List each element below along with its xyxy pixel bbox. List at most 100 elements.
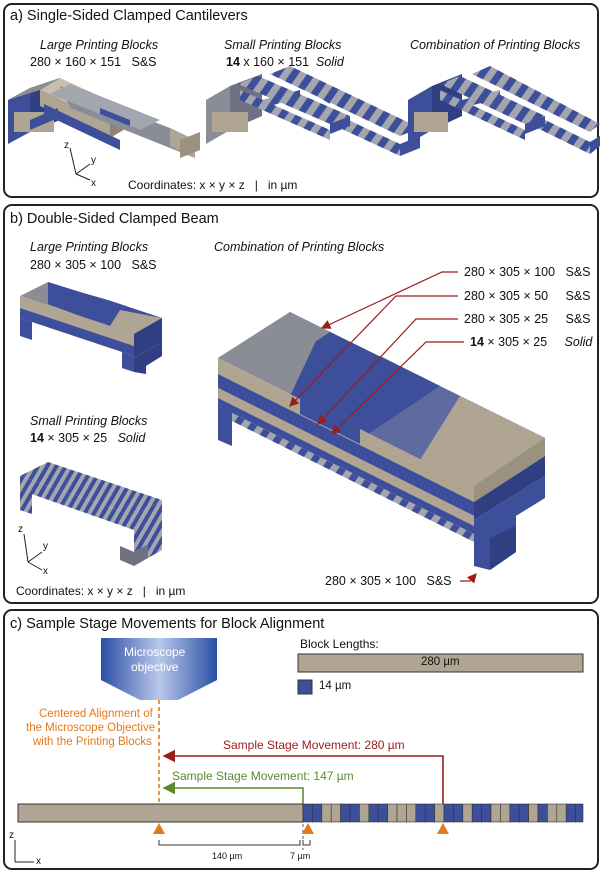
b-axes <box>23 533 43 571</box>
small-block <box>377 803 388 823</box>
movement-arrows <box>162 749 444 804</box>
marker-triangle-2 <box>302 823 314 834</box>
objective-label-2: objective <box>131 660 179 674</box>
alignment-note-1: Centered Alignment of <box>39 708 153 720</box>
b-callout-4-bold: 14 <box>470 335 484 349</box>
b-coords: Coordinates: x × y × z | in µm <box>16 584 186 598</box>
legend-short-block <box>297 679 313 695</box>
a-combo-cantilever <box>408 66 600 154</box>
small-block <box>387 803 398 823</box>
marker-triangle-3 <box>437 823 449 834</box>
small-block <box>471 803 482 823</box>
a-small-dims-rest: x 160 × 151 <box>239 55 310 69</box>
a-large-material: S&S <box>131 55 157 69</box>
b-bottom-callout: 280 × 305 × 100 S&S <box>325 574 452 588</box>
block-lengths-label: Block Lengths: <box>300 637 379 651</box>
b-large-dims-value: 280 × 305 × 100 <box>30 258 122 272</box>
a-large-dims: 280 × 160 × 151 S&S <box>30 55 157 69</box>
small-block <box>556 803 567 823</box>
b-large-material: S&S <box>131 258 157 272</box>
b-callout-3-material: S&S <box>565 312 591 326</box>
dimension-brackets <box>158 840 311 846</box>
small-block <box>500 803 511 823</box>
b-small-dims-rest: × 305 × 25 <box>43 431 108 445</box>
small-block <box>349 803 360 823</box>
b-small-beam <box>20 462 162 566</box>
b-callout-arrows <box>289 271 477 584</box>
b-large-dims: 280 × 305 × 100 S&S <box>30 258 157 272</box>
small-block <box>462 803 473 823</box>
small-block <box>518 803 529 823</box>
objective-label-1: Microscope <box>124 645 186 659</box>
small-block <box>509 803 520 823</box>
stage-bar <box>17 803 584 823</box>
a-small-dims-bold: 14 <box>226 55 240 69</box>
b-small-material: Solid <box>117 431 146 445</box>
a-small-material: Solid <box>316 55 344 69</box>
small-block <box>302 803 313 823</box>
small-block <box>443 803 454 823</box>
b-axis-z: z <box>18 524 23 535</box>
a-small-heading: Small Printing Blocks <box>224 38 342 52</box>
panel-a-title: a) Single-Sided Clamped Cantilevers <box>10 8 248 24</box>
b-large-beam <box>20 282 162 374</box>
b-callout-1-dims: 280 × 305 × 100 <box>464 265 556 279</box>
b-callout-3: 280 × 305 × 25 S&S <box>464 312 591 326</box>
c-axis-z: z <box>9 830 14 841</box>
small-block <box>565 803 576 823</box>
b-callout-2-dims: 280 × 305 × 50 <box>464 289 549 303</box>
dim-7-label: 7 µm <box>290 851 311 861</box>
small-block <box>528 803 539 823</box>
b-combo-heading: Combination of Printing Blocks <box>214 240 385 254</box>
b-callout-4: 14 × 305 × 25 Solid <box>470 335 592 349</box>
small-block <box>490 803 501 823</box>
b-axis-y: y <box>43 541 48 552</box>
b-small-dims: 14 × 305 × 25 Solid <box>30 431 145 445</box>
small-block <box>424 803 435 823</box>
panel-c-title: c) Sample Stage Movements for Block Alig… <box>10 616 325 632</box>
small-block <box>537 803 548 823</box>
b-small-dims-bold: 14 <box>30 431 44 445</box>
a-axis-z: z <box>64 140 69 151</box>
b-large-heading: Large Printing Blocks <box>30 240 149 254</box>
dim-140-label: 140 µm <box>212 851 243 861</box>
a-large-cantilever <box>8 78 200 158</box>
small-block <box>575 803 584 823</box>
b-callout-2: 280 × 305 × 50 S&S <box>464 289 591 303</box>
b-bottom-callout-material: S&S <box>426 574 452 588</box>
a-large-dims-value: 280 × 160 × 151 <box>30 55 122 69</box>
small-block <box>434 803 445 823</box>
b-callout-1: 280 × 305 × 100 S&S <box>464 265 591 279</box>
marker-triangle-1 <box>153 823 165 834</box>
small-block <box>453 803 464 823</box>
short-block-label: 14 µm <box>319 680 352 692</box>
small-block <box>481 803 492 823</box>
b-callout-1-material: S&S <box>565 265 591 279</box>
b-axis-x: x <box>43 566 48 577</box>
b-small-heading: Small Printing Blocks <box>30 414 148 428</box>
b-bottom-callout-dims: 280 × 305 × 100 <box>325 574 417 588</box>
small-block <box>330 803 341 823</box>
movement-147-label: Sample Stage Movement: 147 µm <box>172 769 354 783</box>
legend-long-block <box>297 653 584 673</box>
a-coords: Coordinates: x × y × z | in µm <box>128 178 298 192</box>
b-callout-2-material: S&S <box>565 289 591 303</box>
alignment-note-2: the Microscope Objective <box>26 722 156 734</box>
small-block <box>312 803 323 823</box>
panel-b-title: b) Double-Sided Clamped Beam <box>10 211 219 227</box>
b-callout-3-dims: 280 × 305 × 25 <box>464 312 549 326</box>
small-block <box>321 803 332 823</box>
small-blocks-row <box>302 803 584 823</box>
small-block <box>547 803 558 823</box>
microscope-objective <box>101 638 217 700</box>
c-axes <box>14 840 34 863</box>
alignment-note-3: with the Printing Blocks <box>33 736 152 748</box>
small-block <box>368 803 379 823</box>
small-block <box>406 803 417 823</box>
a-axis-x: x <box>91 178 96 189</box>
small-block <box>340 803 351 823</box>
small-block <box>415 803 426 823</box>
